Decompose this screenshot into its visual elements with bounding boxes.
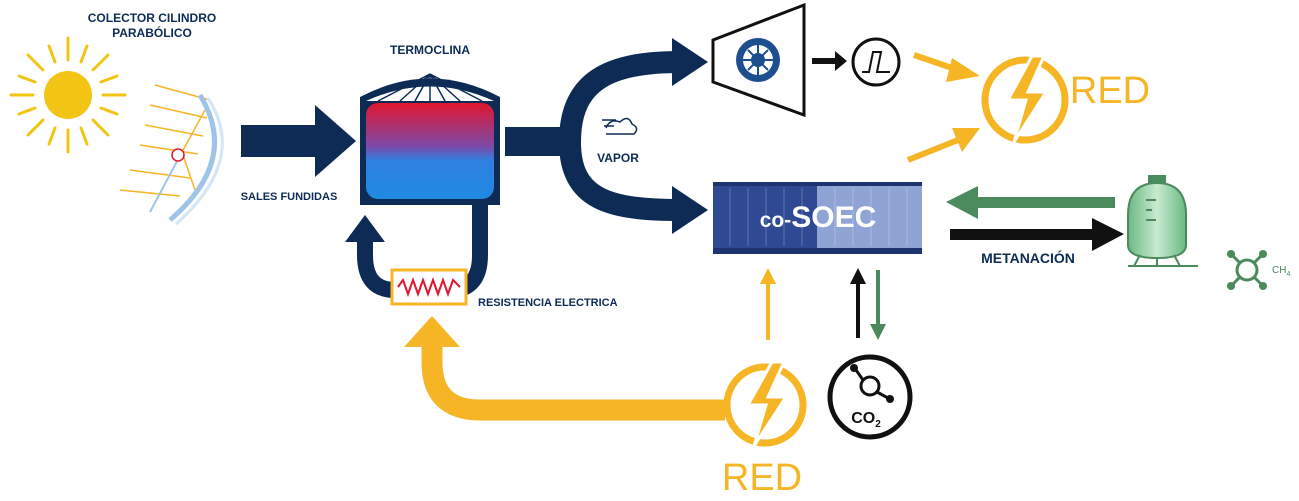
soec-label: co-SOEC: [760, 201, 877, 234]
electric-resistance-icon: [390, 268, 468, 306]
grid-bottom-label: RED: [722, 457, 802, 499]
collector-label-line1: COLECTOR CILINDRO: [88, 11, 216, 25]
soec-main: SOEC: [791, 201, 876, 234]
steam-label: VAPOR: [597, 151, 639, 165]
steam-split-arrows: [505, 38, 708, 234]
collector-label-line2: PARABÓLICO: [112, 25, 192, 40]
generator-to-grid-arrow: [913, 52, 980, 82]
methane-molecule-icon: [1227, 250, 1267, 290]
molten-salts-label: SALES FUNDIDAS: [241, 191, 338, 203]
turbine-icon: [711, 2, 806, 118]
parabolic-trough-icon: [119, 84, 224, 226]
grid-bottom-lightning-bolt-icon: [723, 360, 807, 447]
co2-to-soec-arrow: [850, 268, 866, 338]
soec-to-co2-arrow: [870, 270, 886, 340]
thermocline-tank-icon: [360, 73, 500, 205]
co2-molecule-icon: [827, 354, 913, 440]
molten-salts-arrow: [241, 105, 356, 177]
methane-formula: CH4: [1272, 265, 1290, 278]
steam-icon: [602, 117, 638, 135]
soec-to-grid-arrow: [906, 128, 980, 163]
methanation-arrow: [950, 218, 1124, 251]
turbine-to-generator-arrow: [812, 51, 847, 71]
resistance-label: RESISTENCIA ELECTRICA: [478, 297, 618, 309]
grid-top-lightning-bolt-icon: [981, 54, 1069, 144]
sun-icon: [9, 36, 127, 154]
soec-prefix: co-: [760, 209, 792, 232]
methanation-label: METANACIÓN: [981, 249, 1075, 266]
grid-to-soec-arrow: [760, 268, 776, 340]
methane-tank-icon: [1127, 175, 1198, 267]
methane-return-arrow: [946, 186, 1115, 219]
generator-icon: [851, 37, 901, 87]
tank-return-arrowhead: [345, 215, 385, 242]
thermocline-label: TERMOCLINA: [390, 43, 470, 57]
grid-to-heater-arrow: [404, 316, 725, 421]
grid-top-label: RED: [1070, 70, 1150, 112]
soec-container-icon: [713, 182, 922, 254]
co2-formula: CO2: [851, 410, 881, 430]
